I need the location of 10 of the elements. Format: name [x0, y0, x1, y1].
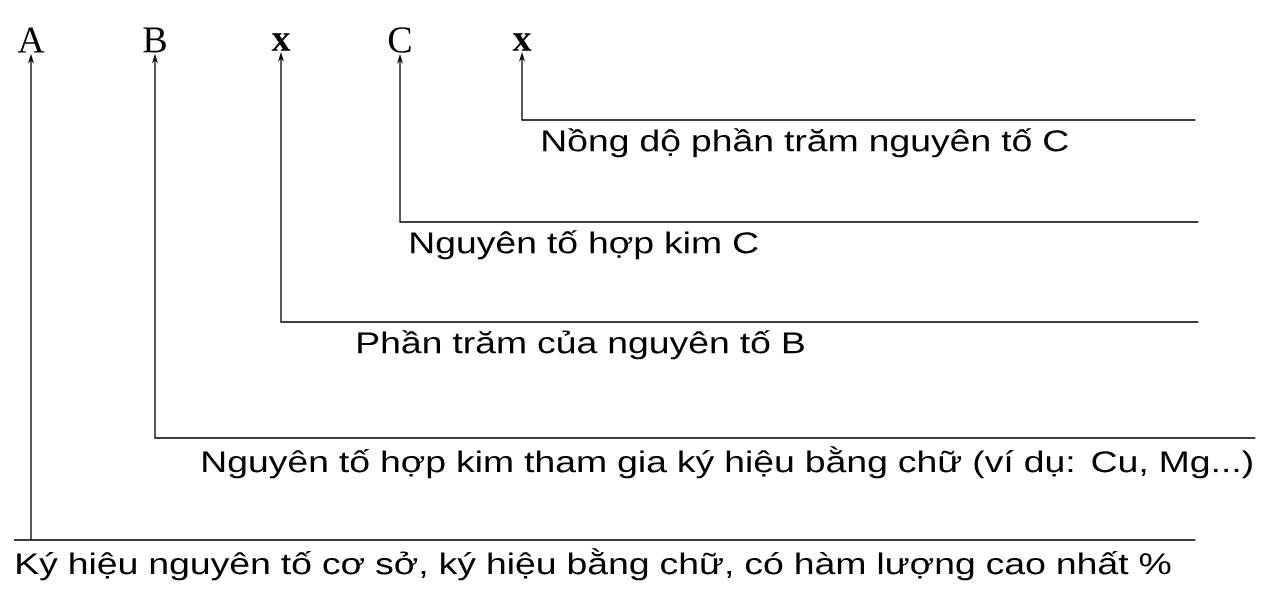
description-text: Nguyên tố hợp kim C: [411, 230, 758, 260]
designation-letter: x: [512, 33, 532, 51]
description-text: Nguyên tố hợp kim tham gia ký hiệu bằng chữ (ví dụ: Cu, Mg...): [203, 446, 1252, 479]
designation-letter: C: [388, 27, 411, 53]
designation-letter: A: [17, 27, 45, 53]
description-text: Phần trăm của nguyên tố B: [358, 330, 804, 360]
designation-letter: x: [271, 33, 291, 51]
description-text: Nồng dộ phần trăm nguyên tố C: [543, 128, 1068, 158]
description-text: Ký hiệu nguyên tố cơ sở, ký hiệu bằng chữ, có hàm lượng cao nhất %: [17, 548, 1171, 581]
designation-letter: B: [143, 27, 166, 53]
